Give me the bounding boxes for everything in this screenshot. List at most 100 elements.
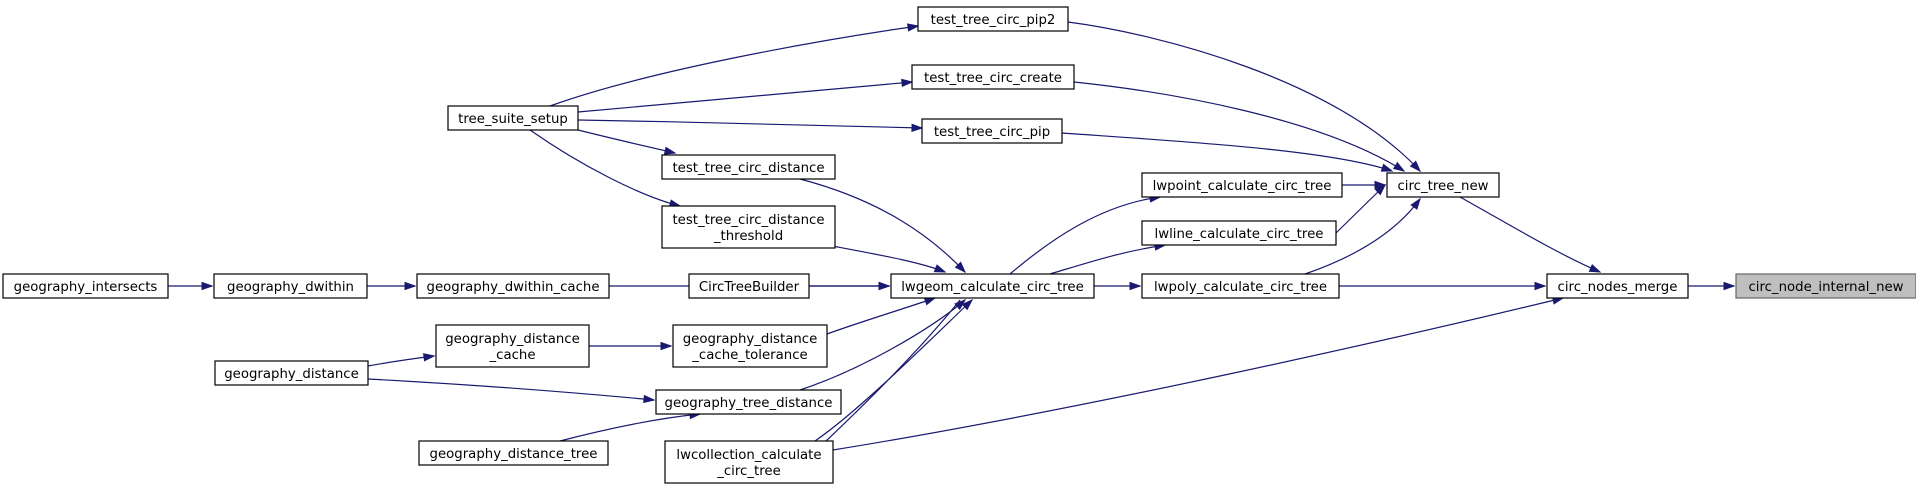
node-box[interactable] [416,273,610,299]
node-label: lwcollection_calculate [676,448,821,463]
edge-tree_suite_setup-to-test_tree_circ_distance_threshold [529,129,682,208]
edge-geography_distance_cache-to-geography_distance_cache_tolerance [589,341,673,351]
node-box[interactable] [890,273,1095,299]
node-lwpoly-calculate-circ-tree[interactable]: lwpoly_calculate_circ_tree [1141,273,1340,299]
node-label: circ_nodes_merge [1558,280,1678,295]
node-box[interactable] [1735,273,1916,299]
edge-arrowhead [201,281,214,291]
edge-line [1009,196,1161,275]
node-box[interactable] [664,440,834,484]
node-test-tree-circ-pip2[interactable]: test_tree_circ_pip2 [917,6,1069,32]
node-box[interactable] [1141,220,1337,246]
edge-lwgeom_calculate_circ_tree-to-lwpoint_calculate_circ_tree [1009,194,1162,275]
edge-geography_dwithin-to-geography_dwithin_cache [367,281,417,291]
edge-arrowhead [907,23,920,32]
edge-arrowhead [923,297,937,306]
node-test-tree-circ-pip[interactable]: test_tree_circ_pip [921,118,1063,144]
edge-arrowhead [663,146,677,155]
nodes-layer: circ_node_internal_new circ_nodes_merge ci… [2,6,1916,484]
edge-circ_nodes_merge-to-circ_node_internal_new [1688,281,1736,291]
node-geography-intersects[interactable]: geography_intersects [2,273,169,299]
node-lwcollection-calculate-circ-tree[interactable]: lwcollection_calculate_circ_tree [664,440,834,484]
edge-arrowhead [1374,183,1387,196]
node-circ-nodes-merge[interactable]: circ_nodes_merge [1546,273,1689,299]
node-label: _cache_tolerance [691,348,807,363]
edge-line [577,81,913,113]
node-label: geography_intersects [14,280,158,295]
edge-line [826,297,936,335]
node-label: tree_suite_setup [458,112,568,127]
edge-line [367,378,655,401]
node-test-tree-circ-distance[interactable]: test_tree_circ_distance [661,154,836,180]
node-box[interactable] [688,273,810,299]
edge-tree_suite_setup-to-test_tree_circ_distance [577,129,677,155]
node-box[interactable] [447,105,579,131]
edge-arrowhead [933,264,947,273]
edge-geography_distance-to-geography_distance_cache [367,353,436,367]
node-test-tree-circ-distance-threshold[interactable]: test_tree_circ_distance_threshold [661,205,836,249]
node-box[interactable] [661,154,836,180]
node-box[interactable] [1386,172,1500,198]
node-label: _circ_tree [716,464,781,479]
node-lwpoint-calculate-circ-tree[interactable]: lwpoint_calculate_circ_tree [1141,172,1343,198]
node-geography-dwithin[interactable]: geography_dwithin [213,273,368,299]
node-label: _cache [488,348,535,363]
edge-lwpoint_calculate_circ_tree-to-circ_tree_new [1342,180,1387,190]
node-box[interactable] [1546,273,1689,299]
edge-lwgeom_calculate_circ_tree-to-lwline_calculate_circ_tree [1049,242,1167,275]
node-circ-tree-new[interactable]: circ_tree_new [1386,172,1500,198]
edge-test_tree_circ_distance_threshold-to-lwgeom_calculate_circ_tree [826,244,947,273]
node-geography-distance[interactable]: geography_distance [214,360,369,386]
node-label: test_tree_circ_distance [672,161,824,176]
edge-arrowhead [1380,163,1394,172]
node-box[interactable] [917,6,1069,32]
node-label: geography_dwithin [227,280,354,295]
node-geography-distance-tree[interactable]: geography_distance_tree [418,440,609,466]
node-box[interactable] [911,64,1075,90]
node-lwgeom-calculate-circ-tree[interactable]: lwgeom_calculate_circ_tree [890,273,1095,299]
edge-arrowhead [1410,197,1421,210]
edge-lwgeom_calculate_circ_tree-to-lwpoly_calculate_circ_tree [1094,281,1142,291]
node-label: test_tree_circ_distance [672,213,824,228]
edge-line [799,178,966,273]
edge-line [1335,184,1386,234]
node-box[interactable] [214,360,369,386]
node-label: geography_dwithin_cache [427,280,600,295]
node-label: lwline_calculate_circ_tree [1155,227,1324,242]
node-geography-tree-distance[interactable]: geography_tree_distance [655,389,842,415]
node-label: test_tree_circ_create [924,71,1062,86]
edge-lwcollection_calculate_circ_tree-to-lwgeom_calculate_circ_tree [814,298,974,442]
node-box[interactable] [418,440,609,466]
edge-line [529,129,681,207]
edge-arrowhead [901,78,914,88]
edge-lwpoly_calculate_circ_tree-to-circ_tree_new [1304,197,1421,275]
edge-line [577,119,923,129]
node-label: lwgeom_calculate_circ_tree [901,280,1084,295]
edge-test_tree_circ_pip2-to-circ_tree_new [1067,21,1422,173]
node-label: geography_distance_tree [430,447,598,462]
node-geography-distance-cache[interactable]: geography_distance_cache [435,324,590,368]
node-box[interactable] [921,118,1063,144]
node-lwline-calculate-circ-tree[interactable]: lwline_calculate_circ_tree [1141,220,1337,246]
node-test-tree-circ-create[interactable]: test_tree_circ_create [911,64,1075,90]
node-box[interactable] [1141,172,1343,198]
node-box[interactable] [2,273,169,299]
node-label: lwpoint_calculate_circ_tree [1153,179,1332,194]
node-CircTreeBuilder[interactable]: CircTreeBuilder [688,273,810,299]
node-tree-suite-setup[interactable]: tree_suite_setup [447,105,579,131]
node-box[interactable] [661,205,836,249]
node-label: geography_distance [224,367,359,382]
node-box[interactable] [672,324,828,368]
edge-line [577,129,676,154]
node-geography-distance-cache-tolerance[interactable]: geography_distance_cache_tolerance [672,324,828,368]
node-geography-dwithin-cache[interactable]: geography_dwithin_cache [416,273,610,299]
edge-arrowhead [423,353,436,362]
edge-line [1304,198,1421,275]
node-box[interactable] [1141,273,1340,299]
node-box[interactable] [655,389,842,415]
node-box[interactable] [435,324,590,368]
node-circ-node-internal-new[interactable]: circ_node_internal_new [1735,273,1916,299]
node-box[interactable] [213,273,368,299]
edge-arrowhead [1392,161,1406,172]
edge-arrowhead [961,298,974,311]
